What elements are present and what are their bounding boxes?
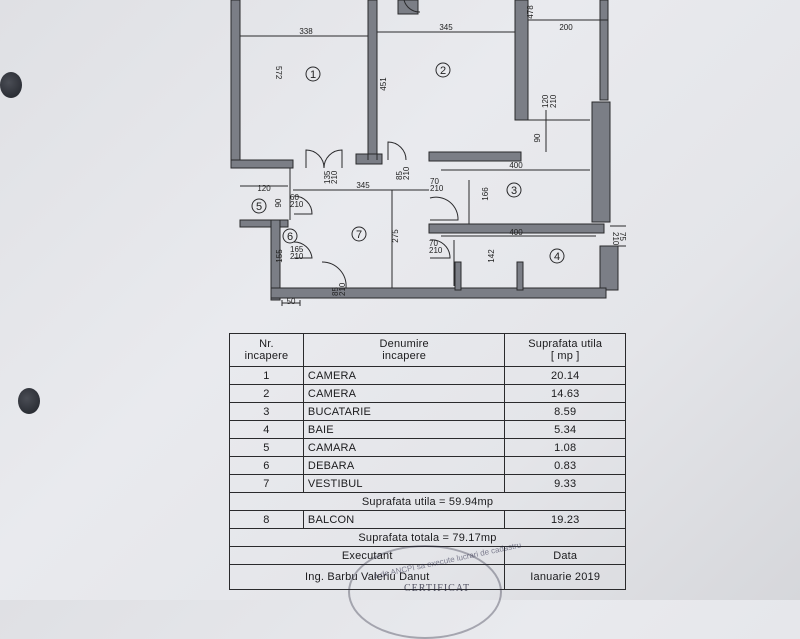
row-nr: 4 [229,420,304,439]
table-row: 4 BAIE 5.34 [229,420,626,439]
table-row: 5 CAMARA 1.08 [229,438,626,457]
row-area: 1.08 [504,438,626,457]
room-number-1: 1 [310,69,316,81]
dim-kitchen-height: 166 [481,187,490,201]
executant-row: Ing. Barbu Valeriu Danut Ianuarie 2019 [228,564,626,590]
table-row: 7 VESTIBUL 9.33 [229,474,626,493]
balcony-row: 8 BALCON 19.23 [229,510,626,529]
room-number-3: 3 [511,185,517,197]
table-row: 2 CAMERA 14.63 [229,384,626,403]
dim-entry-door: 85210 [331,282,347,296]
row-name: VESTIBUL [302,474,506,493]
executant-name: Ing. Barbu Valeriu Danut [228,564,506,590]
dim-storage-width: 120 [257,184,271,193]
dim-bottom-50: 50 [287,297,296,306]
row-area: 0.83 [504,456,626,475]
row-nr: 2 [229,384,304,403]
useful-total: Suprafata utila = 59.94mp [229,492,626,511]
row-nr: 6 [229,456,304,475]
dim-pantry-v: 155 [275,249,284,263]
door-swings [293,0,459,289]
dim-corner-right: 120210 [541,94,558,108]
room-3-marker [506,182,522,198]
floor-plan: 1 2 3 4 5 6 7 338 572 345 451 478 200 40… [230,0,627,306]
dim-right-top-h: 478 [526,5,535,19]
dim-room2-width: 345 [439,23,453,32]
room-number-4: 4 [554,251,560,263]
room-6-marker [282,228,298,244]
room-1-marker [305,66,321,82]
dim-corner-right-a: 120 [541,94,550,108]
row-name: CAMERA [302,366,506,385]
room-number-2: 2 [440,65,446,77]
binder-hole-top [0,72,22,98]
dim-room2-height: 451 [379,77,388,91]
table-row: 3 BUCATARIE 8.59 [229,402,626,421]
row-name: BAIE [302,420,506,439]
dim-bath-height: 142 [487,249,496,263]
dim-hall-height: 275 [391,229,400,243]
row-area: 20.14 [504,366,626,385]
dim-door-85: 85210 [395,166,411,180]
room-number-6: 6 [287,231,293,243]
binder-hole-bottom [18,388,40,414]
dim-bath-width: 400 [509,228,523,237]
date-value: Ianuarie 2019 [504,564,626,590]
row-area: 5.34 [504,420,626,439]
row-nr: 5 [229,438,304,457]
balcony-name: BALCON [302,510,506,529]
row-area: 8.59 [504,402,626,421]
dim-door-135: 135210 [323,170,339,184]
row-name: CAMERA [302,384,506,403]
grand-total-row: Suprafata totala = 79.17mp [229,528,626,547]
header-area: Suprafata utila[ mp ] [504,333,626,367]
dim-storage-v: 90 [274,198,283,207]
walls [230,0,619,301]
grand-total: Suprafata totala = 79.17mp [229,528,626,547]
dim-room1-width: 338 [299,27,313,36]
table-row: 6 DEBARA 0.83 [229,456,626,475]
room-5-marker [251,198,267,214]
stamp-text-cert: CERTIFICAT [404,583,471,594]
dim-kitchen-width: 400 [509,161,523,170]
date-label: Data [504,546,626,565]
table-row: 1 CAMERA 20.14 [229,366,626,385]
row-area: 14.63 [504,384,626,403]
room-number-5: 5 [256,201,262,213]
dim-right-top-w: 200 [559,23,573,32]
row-name: BUCATARIE [302,402,506,421]
dim-kitchen-corner: 90 [533,133,542,142]
room-number-7: 7 [356,229,362,241]
dim-bath-right: 75210 [611,232,627,246]
room-4-marker [549,248,565,264]
useful-total-row: Suprafata utila = 59.94mp [229,492,626,511]
row-name: DEBARA [302,456,506,475]
room-2-marker [435,62,451,78]
dim-hall-width: 345 [356,181,370,190]
room-7-marker [351,226,367,242]
row-nr: 3 [229,402,304,421]
dim-room1-height: 572 [274,66,283,80]
balcony-nr: 8 [229,510,304,529]
row-name: CAMARA [302,438,506,457]
header-nr: Nr.incapere [229,333,304,367]
row-nr: 7 [229,474,304,493]
balcony-area: 19.23 [504,510,626,529]
row-area: 9.33 [504,474,626,493]
row-nr: 1 [229,366,304,385]
